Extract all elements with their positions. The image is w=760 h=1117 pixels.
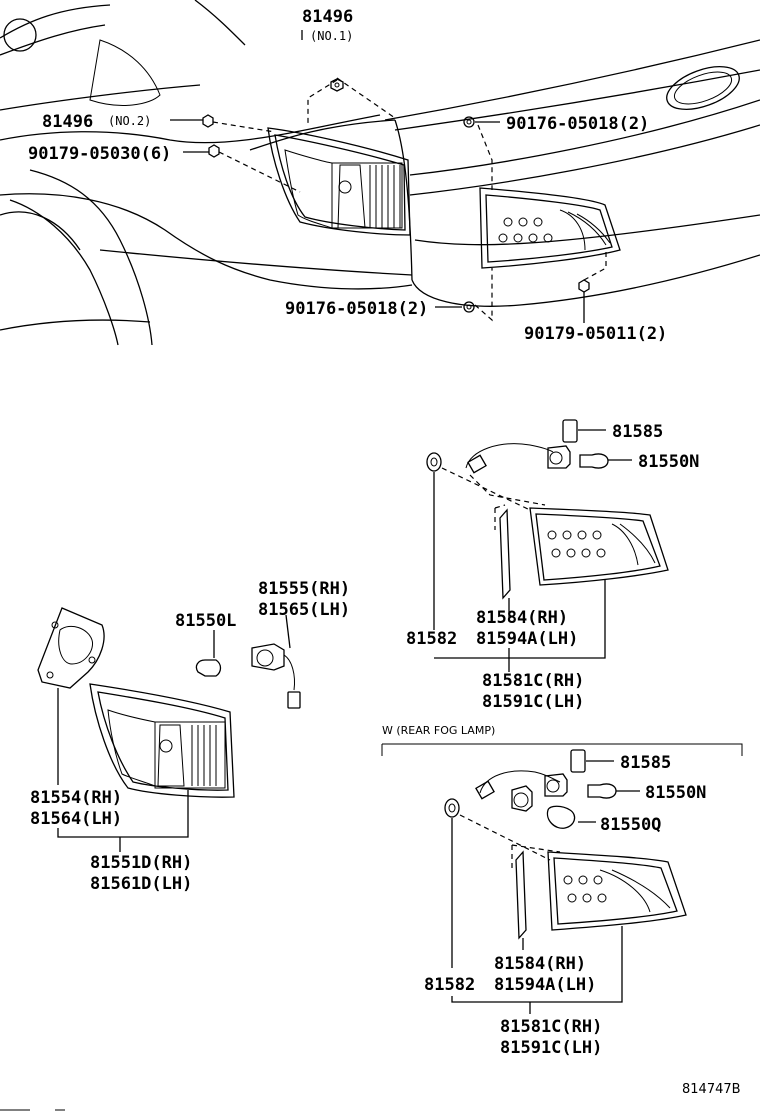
label-81496-no2: 81496 xyxy=(42,112,93,132)
label-81585-a: 81585 xyxy=(612,422,663,442)
label-81584-b: 81584(RH) xyxy=(494,954,586,974)
tail-lamp-inner-icon xyxy=(547,851,687,931)
tail-lamp-outer-icon xyxy=(89,683,235,798)
socket-wire-icon xyxy=(465,419,578,474)
section-header-rear-fog: W (REAR FOG LAMP) xyxy=(382,724,495,737)
label-81582-a: 81582 xyxy=(406,629,457,649)
label-81591c-b: 81591C(LH) xyxy=(500,1038,602,1058)
label-81550n-a: 81550N xyxy=(638,452,699,472)
label-81581c-b: 81581C(RH) xyxy=(500,1017,602,1037)
label-81550n-b: 81550N xyxy=(645,783,706,803)
label-81594a-a: 81594A(LH) xyxy=(476,629,578,649)
gasket-icon xyxy=(37,607,105,689)
socket-wire-icon xyxy=(251,643,301,709)
socket-wire-icon xyxy=(475,749,586,812)
label-81496-no1-sub: (NO.1) xyxy=(310,29,353,43)
tail-lamp-inner-icon xyxy=(479,187,621,269)
label-81565: 81565(LH) xyxy=(258,600,350,620)
label-90179-05011: 90179-05011(2) xyxy=(524,324,667,344)
label-81561d: 81561D(LH) xyxy=(90,874,192,894)
label-81554: 81554(RH) xyxy=(30,788,122,808)
tail-lamp-inner-icon xyxy=(529,507,669,586)
vehicle-rear-body-icon xyxy=(0,0,760,346)
label-81564: 81564(LH) xyxy=(30,809,122,829)
label-90176-05018-bot: 90176-05018(2) xyxy=(285,299,428,319)
label-81496-no1: 81496 xyxy=(302,7,353,27)
label-81582-b: 81582 xyxy=(424,975,475,995)
label-81555: 81555(RH) xyxy=(258,579,350,599)
label-81591c-a: 81591C(LH) xyxy=(482,692,584,712)
label-81581c-a: 81581C(RH) xyxy=(482,671,584,691)
label-81594a-b: 81594A(LH) xyxy=(494,975,596,995)
label-81584-a: 81584(RH) xyxy=(476,608,568,628)
label-81585-b: 81585 xyxy=(620,753,671,773)
gasket-icon xyxy=(444,798,460,818)
label-90176-05018-top: 90176-05018(2) xyxy=(506,114,649,134)
bulb-icon xyxy=(195,659,222,677)
label-90179-05030: 90179-05030(6) xyxy=(28,144,171,164)
tail-lamp-outer-icon xyxy=(267,127,411,236)
label-81550l: 81550L xyxy=(175,611,236,631)
gasket-icon xyxy=(426,452,442,472)
label-81496-no2-sub: (NO.2) xyxy=(108,114,151,128)
bulb-icon xyxy=(579,453,609,469)
label-81550q: 81550Q xyxy=(600,815,661,835)
label-81551d: 81551D(RH) xyxy=(90,853,192,873)
diagram-reference-id: 814747B xyxy=(682,1082,741,1097)
